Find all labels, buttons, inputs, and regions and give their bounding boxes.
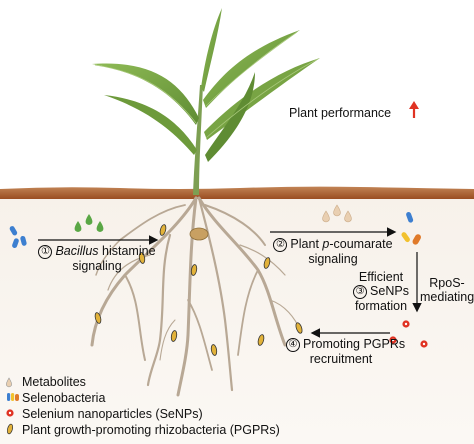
rpos-line2: mediating bbox=[420, 290, 474, 304]
beige-metabolites bbox=[322, 204, 352, 223]
step3-line2: SeNPs bbox=[370, 284, 409, 298]
pgpr-bacterium-icon bbox=[6, 423, 14, 435]
step2-number: ② bbox=[273, 237, 288, 252]
plant-leaves bbox=[92, 8, 320, 162]
step2-pre: Plant bbox=[290, 237, 323, 251]
soil-surface bbox=[0, 186, 474, 199]
rpos-line1: RpoS- bbox=[429, 276, 465, 290]
senp-particle-icon bbox=[6, 409, 14, 417]
step1-italic: Bacillus bbox=[55, 244, 99, 258]
legend-senps: Selenium nanoparticles (SeNPs) bbox=[22, 407, 203, 421]
metabolite-drop-icon bbox=[6, 377, 12, 388]
step1-number: ① bbox=[38, 244, 53, 259]
step4-number: ④ bbox=[286, 337, 300, 352]
green-metabolites bbox=[74, 214, 104, 232]
plant-stem bbox=[193, 85, 203, 195]
selenobacteria-right bbox=[401, 211, 421, 245]
selenobacteria-left bbox=[9, 226, 27, 249]
step3-line1: Efficient bbox=[358, 270, 404, 284]
legend-selenobacteria: Selenobacteria bbox=[22, 391, 106, 405]
step2-italic: p bbox=[322, 237, 330, 251]
step4-line2: recruitment bbox=[309, 351, 373, 366]
step2-line2: signaling bbox=[308, 251, 358, 266]
plant-performance-label: Plant performance bbox=[289, 106, 392, 120]
root-crown-colony bbox=[189, 227, 209, 241]
pgpr-bacteria-cluster bbox=[94, 224, 303, 356]
up-arrow-icon bbox=[409, 101, 419, 118]
legend-metabolites: Metabolites bbox=[22, 375, 86, 389]
selenobacteria-icon bbox=[7, 393, 19, 401]
rpos-label: RpoS- mediating bbox=[420, 276, 474, 304]
step4-line1: Promoting PGPRs bbox=[303, 337, 406, 351]
step1-line2: signaling bbox=[72, 258, 122, 273]
step2-rest: -coumarate bbox=[329, 237, 393, 251]
step3-line3: formation bbox=[354, 298, 408, 313]
legend-pgprs: Plant growth-promoting rhizobacteria (PG… bbox=[22, 423, 280, 437]
step1-rest: histamine bbox=[98, 244, 156, 258]
step3-number: ③ bbox=[353, 284, 368, 299]
